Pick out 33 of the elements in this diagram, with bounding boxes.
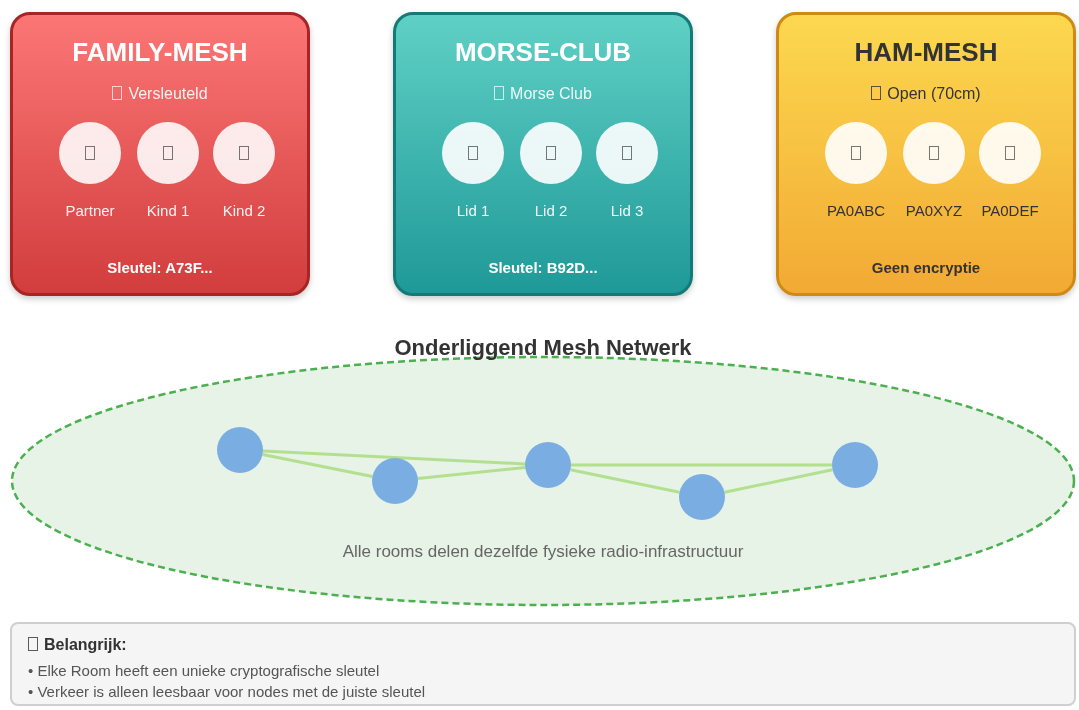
room-title: HAM-MESH — [854, 37, 998, 67]
member-label: Lid 3 — [609, 202, 645, 219]
encryption-status: Open (70cm) — [887, 85, 981, 102]
member-label: PA0ABC — [825, 202, 887, 219]
member-label: PA0XYZ — [904, 202, 964, 219]
note-panel — [10, 622, 1076, 706]
room-title: FAMILY-MESH — [72, 37, 248, 67]
member-label: PA0DEF — [980, 202, 1040, 219]
member-label: Kind 2 — [221, 202, 267, 219]
room-card — [776, 12, 1076, 296]
member-label: Lid 2 — [533, 202, 569, 219]
note-item: • Verkeer is alleen leesbaar voor nodes met de juiste sleutel — [28, 683, 426, 700]
note-heading: Belangrijk: — [44, 636, 127, 653]
key-text: Geen encryptie — [871, 259, 981, 276]
mesh-link — [724, 468, 833, 494]
key-text: Sleutel: B92D... — [488, 259, 598, 276]
room-card — [393, 12, 693, 296]
mesh-link — [262, 453, 373, 478]
mesh-link — [571, 463, 832, 467]
member-label: Kind 1 — [145, 202, 191, 219]
network-caption: Alle rooms delen dezelfde fysieke radio-infrastructuur — [341, 542, 745, 562]
room-title: MORSE-CLUB — [454, 37, 632, 67]
key-text: Sleutel: A73F... — [107, 259, 213, 276]
room-card — [10, 12, 310, 296]
member-label: Lid 1 — [455, 202, 491, 219]
network-heading: Onderliggend Mesh Netwerk — [393, 335, 693, 361]
encryption-status: Versleuteld — [128, 85, 208, 102]
mesh-link — [417, 465, 526, 481]
mesh-link — [262, 449, 526, 466]
encryption-status: Morse Club — [510, 85, 592, 102]
note-item: • Elke Room heeft een unieke cryptografische sleutel — [28, 662, 380, 679]
member-label: Partner — [64, 202, 116, 219]
mesh-link — [570, 468, 680, 494]
